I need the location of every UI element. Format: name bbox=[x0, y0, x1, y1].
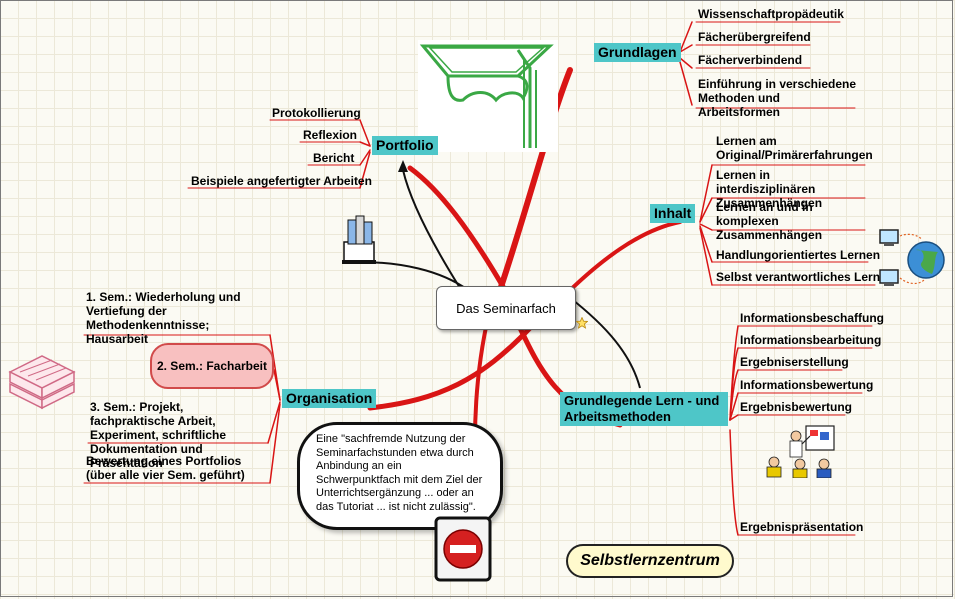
inhalt-item-1[interactable]: Lernen am Original/Primärerfahrungen bbox=[716, 134, 873, 162]
methoden-item-6[interactable]: Ergebnispräsentation bbox=[740, 520, 864, 534]
methoden-item-5[interactable]: Ergebnisbewertung bbox=[740, 400, 853, 414]
central-node-label: Das Seminarfach bbox=[456, 300, 556, 316]
category-inhalt-title: Inhalt bbox=[654, 205, 692, 221]
methoden-item-4[interactable]: Informationsbewertung bbox=[740, 378, 874, 392]
inhalt-item-3[interactable]: Lernen an und in komplexen Zusammenhänge… bbox=[716, 200, 823, 242]
grundlagen-item-4[interactable]: Einführung in verschiedene Methoden und … bbox=[698, 77, 857, 119]
category-portfolio-title: Portfolio bbox=[376, 137, 434, 153]
grundlagen-item-2[interactable]: Fächerübergreifend bbox=[698, 30, 811, 44]
category-methoden-title: Grundlegende Lern - und Arbeitsmethoden bbox=[564, 393, 720, 424]
inhalt-item-4[interactable]: Handlungorientiertes Lernen bbox=[716, 248, 881, 262]
no-entry-icon bbox=[434, 516, 492, 587]
callout-note-text: Eine "sachfremde Nutzung der Seminarfach… bbox=[316, 433, 483, 513]
globe-network-icon bbox=[876, 226, 948, 303]
callout-note: Eine "sachfremde Nutzung der Seminarfach… bbox=[297, 422, 503, 530]
grundlagen-item-3[interactable]: Fächerverbindend bbox=[698, 53, 803, 67]
portfolio-item-2[interactable]: Reflexion bbox=[303, 128, 358, 142]
presentation-icon bbox=[764, 422, 838, 483]
grundlagen-item-1[interactable]: Wissenschaftpropädeutik bbox=[698, 7, 844, 21]
selbstlernzentrum-badge[interactable]: Selbstlernzentrum bbox=[566, 544, 734, 578]
organisation-sem2-label: 2. Sem.: Facharbeit bbox=[156, 359, 268, 373]
category-portfolio[interactable]: Portfolio bbox=[372, 136, 438, 155]
organisation-bewertung[interactable]: Bewertung eines Portfolios (über alle vi… bbox=[86, 454, 245, 482]
inhalt-item-5[interactable]: Selbst verantwortliches Lernen bbox=[716, 270, 895, 284]
organisation-sem1[interactable]: 1. Sem.: Wiederholung und Vertiefung der… bbox=[86, 290, 241, 346]
selbstlernzentrum-label: Selbstlernzentrum bbox=[580, 552, 720, 569]
portfolio-item-3[interactable]: Bericht bbox=[313, 151, 355, 165]
portfolio-item-1[interactable]: Protokollierung bbox=[272, 106, 361, 120]
category-organisation[interactable]: Organisation bbox=[282, 389, 377, 408]
organisation-sem2[interactable]: 2. Sem.: Facharbeit bbox=[150, 343, 274, 389]
category-methoden[interactable]: Grundlegende Lern - und Arbeitsmethoden bbox=[560, 392, 728, 426]
central-node[interactable]: Das Seminarfach bbox=[436, 286, 576, 330]
category-grundlagen-title: Grundlagen bbox=[598, 44, 677, 60]
star-icon bbox=[575, 316, 589, 334]
inhalt-item-2[interactable]: Lernen in interdisziplinären Zusammenhän… bbox=[716, 168, 823, 210]
archive-box-icon bbox=[340, 212, 380, 271]
methoden-item-3[interactable]: Ergebniserstellung bbox=[740, 355, 849, 369]
stacked-books-icon bbox=[4, 350, 80, 417]
organisation-sem3[interactable]: 3. Sem.: Projekt, fachpraktische Arbeit,… bbox=[90, 400, 227, 470]
graduation-cap-icon bbox=[418, 40, 558, 152]
portfolio-item-4[interactable]: Beispiele angefertigter Arbeiten bbox=[191, 174, 372, 188]
methoden-item-2[interactable]: Informationsbearbeitung bbox=[740, 333, 882, 347]
category-grundlagen[interactable]: Grundlagen bbox=[594, 43, 681, 62]
category-inhalt[interactable]: Inhalt bbox=[650, 204, 696, 223]
category-organisation-title: Organisation bbox=[286, 390, 373, 406]
methoden-item-1[interactable]: Informationsbeschaffung bbox=[740, 311, 885, 325]
